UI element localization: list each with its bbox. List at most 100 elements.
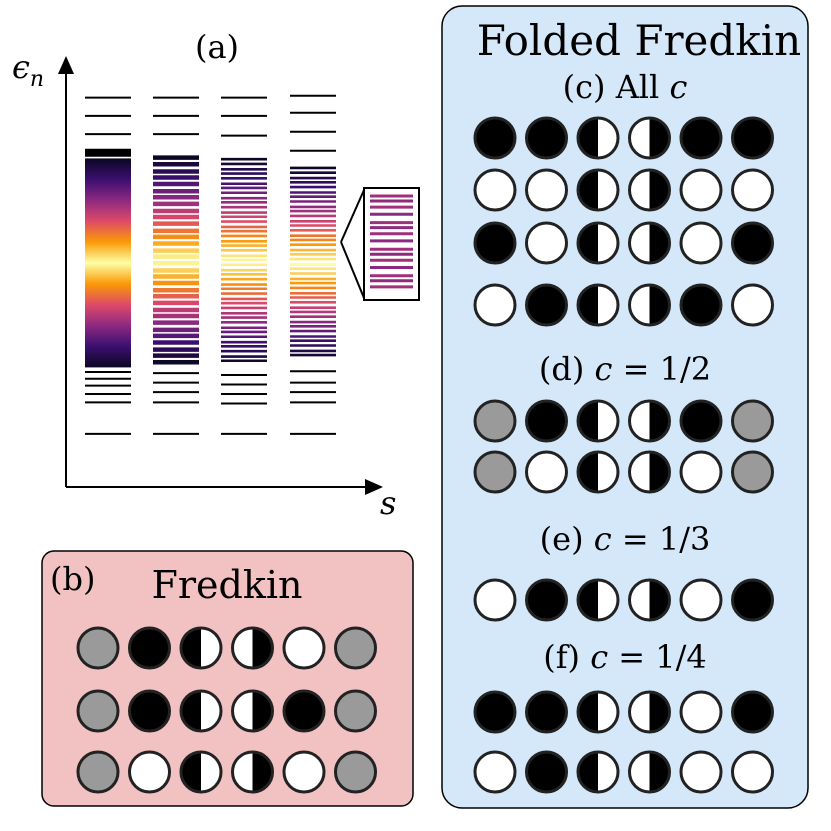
circle-row [473,450,774,494]
spectrum-column [85,96,131,435]
half-circle [628,690,671,734]
black-circle [731,116,774,160]
section-label: (e) c = 1/3 [540,520,711,558]
black-circle [731,578,774,622]
folded-section: (d) c = 1/2 [473,350,774,494]
half-circle [576,116,620,160]
section-label: (f) c = 1/4 [543,638,707,676]
black-circle [679,116,723,160]
half-circle [628,283,671,327]
spectrum-column [153,96,199,435]
white-circle [473,578,517,622]
black-circle [525,116,568,160]
white-circle [679,221,723,265]
black-circle [473,221,517,265]
gray-circle [334,626,377,670]
circle-row [473,283,774,327]
gray-circle [473,399,517,443]
half-circle [628,399,671,443]
black-circle [679,283,723,327]
half-circle [628,578,671,622]
circle-row [473,221,774,265]
folded-section: (e) c = 1/3 [473,520,774,622]
white-circle [282,750,326,794]
white-circle [731,750,774,794]
panel-folded-fredkin: Folded Fredkin (c) All c (d) c = 1/2 (e) c… [441,5,809,809]
black-circle [679,399,723,443]
white-circle [525,221,568,265]
zoom-inset [340,187,420,301]
circle-row [473,750,774,794]
spectrum-column [290,94,336,435]
half-circle [576,283,620,327]
white-circle [679,690,723,734]
white-circle [525,168,568,212]
folded-section: (f) c = 1/4 [473,638,774,794]
panel-b-fredkin: (b) Fredkin [41,550,414,807]
spectrum-columns [85,94,336,435]
half-circle [179,750,223,794]
half-circle [576,221,620,265]
panel-b-background [41,550,414,807]
panel-a-spectrum: ϵn s (a) [12,28,420,522]
half-circle [628,168,671,212]
white-circle [731,168,774,212]
half-circle [576,578,620,622]
black-circle [731,221,774,265]
half-circle [576,168,620,212]
x-axis-label: s [380,484,396,522]
white-circle [731,283,774,327]
half-circle [576,399,620,443]
black-circle [525,750,568,794]
half-circle [628,221,671,265]
panel-a-label: (a) [195,28,239,66]
gray-circle [473,450,517,494]
panel-b-title: Fredkin [152,563,303,607]
white-circle [473,750,517,794]
panel-folded-title: Folded Fredkin [477,16,801,65]
panel-b-label: (b) [50,560,95,598]
white-circle [679,578,723,622]
black-circle [128,626,171,670]
white-circle [128,750,171,794]
folded-section: (c) All c [473,68,774,327]
gray-circle [76,750,120,794]
black-circle [525,283,568,327]
gray-circle [334,689,377,733]
half-circle [231,626,274,670]
gray-circle [731,450,774,494]
white-circle [473,168,517,212]
spectrum-column [221,96,267,435]
circle-row [473,399,774,443]
black-circle [731,690,774,734]
circle-row [473,690,774,734]
half-circle [628,450,671,494]
white-circle [679,168,723,212]
black-circle [282,689,326,733]
black-circle [525,690,568,734]
black-circle [473,690,517,734]
gray-circle [76,689,120,733]
section-label: (d) c = 1/2 [539,350,711,388]
half-circle [231,750,274,794]
half-circle [179,689,223,733]
half-circle [179,626,223,670]
y-axis-label: ϵn [12,48,44,92]
gray-circle [334,750,377,794]
black-circle [473,116,517,160]
panel-b-circle-grid [76,626,377,794]
white-circle [679,750,723,794]
circle-row [473,168,774,212]
half-circle [231,689,274,733]
gray-circle [731,399,774,443]
black-circle [128,689,171,733]
white-circle [679,450,723,494]
section-label: (c) All c [563,68,688,106]
folded-sections: (c) All c (d) c = 1/2 (e) c = 1/3 (f) c = 1… [473,68,774,794]
half-circle [628,116,671,160]
half-circle [576,690,620,734]
black-circle [525,399,568,443]
white-circle [473,283,517,327]
half-circle [576,450,620,494]
